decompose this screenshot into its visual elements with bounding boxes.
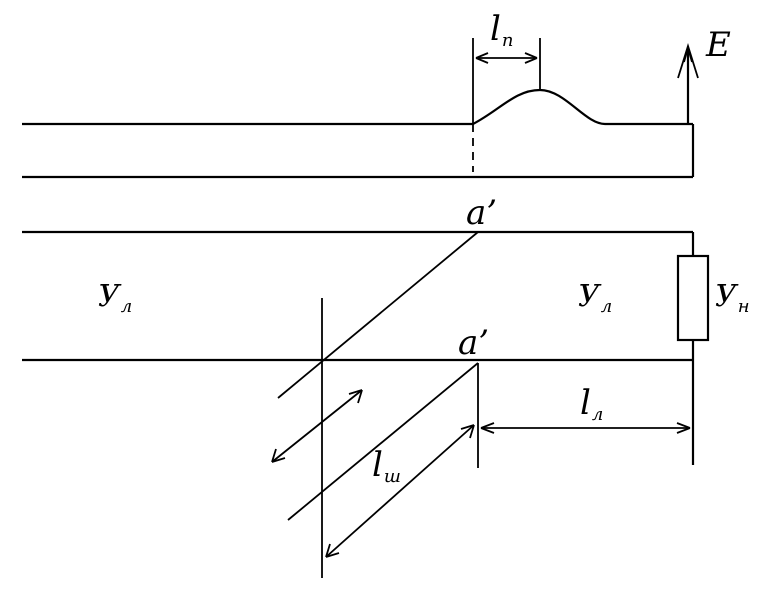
label-e: E [706,25,731,65]
label-a-prime-top: a’ [466,193,498,233]
label-l-l: lл [580,383,604,426]
label-a-prime-bottom: a’ [458,323,490,363]
stub-diagonal-upper [277,231,479,399]
stub-spacing-arrow [271,389,363,463]
lp-arrow-right [524,52,538,64]
label-y-load: Ун [715,279,750,318]
e-field-arrow-head [677,42,699,79]
stub-spacing-arrow-head-2 [348,389,363,404]
lsh-arrow-head-2 [460,424,475,439]
stub-diagonal-lower [287,362,479,521]
load-resistor [676,254,710,342]
ll-arrow-right [676,422,691,434]
lsh-dimension-line [325,424,475,558]
lsh-arrow-head-1 [325,543,340,558]
label-l-p: lп [490,9,514,52]
lp-arrow-left [475,52,489,64]
label-y-right: Ул [578,279,613,318]
ll-arrow-left [480,422,495,434]
wave-pulse [472,88,606,126]
label-l-sh: lш [372,445,401,488]
stub-spacing-arrow-head-1 [271,448,286,463]
label-y-left: Ул [98,279,133,318]
